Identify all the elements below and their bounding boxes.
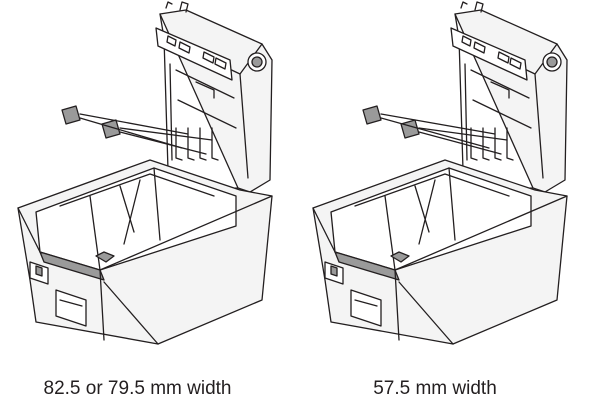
paper-well-slant: [123, 179, 141, 245]
body-edge: [99, 195, 273, 271]
paper-well-divider: [448, 167, 456, 241]
cover-rib: [490, 81, 510, 99]
cover-rib: [470, 69, 530, 99]
paper-well-rim: [59, 173, 215, 207]
cover-top-plate: [450, 27, 528, 81]
cover-slot: [178, 41, 191, 54]
body-front-edge: [99, 269, 105, 341]
front-panel-line: [354, 299, 378, 307]
front-panel: [55, 289, 87, 327]
cover-latch: [474, 1, 484, 13]
guide-slot: [506, 127, 514, 161]
cover-latch: [165, 1, 173, 9]
guide-slot: [494, 127, 502, 161]
guide-slot: [482, 127, 490, 161]
leader-line: [79, 113, 189, 135]
printer-illustration-icon: [17, 1, 273, 345]
tear-bar: [334, 251, 400, 281]
leader-line: [380, 113, 496, 135]
cover-slot: [497, 51, 510, 64]
cover-latch: [460, 1, 468, 9]
front-panel-line: [59, 299, 83, 307]
paper-guide-piece: [400, 119, 420, 139]
cover-rib: [472, 99, 532, 129]
printer-illustration-icon: [312, 1, 568, 345]
cover-rib: [177, 99, 237, 129]
cover-slot: [509, 57, 522, 70]
front-panel: [350, 289, 382, 327]
cover-rib: [195, 81, 215, 99]
leader-line: [119, 131, 207, 155]
cutter-tab: [95, 251, 115, 263]
paper-well-slant: [418, 179, 436, 245]
leader-line: [380, 117, 490, 149]
body-edge: [394, 195, 568, 271]
leader-line: [119, 127, 213, 141]
body-front-slope: [103, 281, 159, 345]
tear-bar: [39, 251, 105, 281]
cover-slot: [202, 51, 215, 64]
paper-guide-piece: [362, 105, 382, 125]
figure-narrow-paper: 57.5 mm width: [295, 0, 589, 412]
gear-hub: [251, 56, 263, 68]
paper-well-slant: [119, 185, 135, 233]
cutter-tab: [390, 251, 410, 263]
caption-wide-paper: 82.5 or 79.5 mm width: [43, 378, 232, 399]
front-led: [330, 265, 338, 277]
guide-slot: [199, 127, 207, 161]
cover-slot: [214, 57, 227, 70]
cover-rib: [175, 69, 235, 99]
paper-guide-piece: [101, 119, 121, 139]
paper-well-slant: [414, 185, 430, 233]
guide-slot: [187, 127, 195, 161]
caption-narrow-paper: 57.5 mm width: [373, 378, 497, 399]
leader-line: [418, 131, 502, 155]
guide-slot: [211, 127, 219, 161]
gear-hub: [546, 56, 558, 68]
front-led: [35, 265, 43, 277]
paper-guide-piece: [61, 105, 81, 125]
body-edge: [17, 207, 41, 253]
cover-rib: [464, 63, 468, 161]
cover-rib: [169, 63, 173, 161]
cover-top-plate: [155, 27, 233, 81]
figure-wide-paper: 82.5 or 79.5 mm width: [0, 0, 294, 412]
cover-latch: [179, 1, 189, 13]
body-edge: [312, 207, 336, 253]
paper-well-divider: [153, 167, 161, 241]
leader-line: [418, 127, 508, 141]
guide-slot: [470, 127, 478, 161]
cover-slot: [473, 41, 486, 54]
cover-slot: [166, 35, 177, 47]
paper-well-rim: [354, 173, 510, 207]
body-front-edge: [394, 269, 400, 341]
guide-slot: [175, 127, 183, 161]
cover-slot: [461, 35, 472, 47]
body-front-slope: [398, 281, 454, 345]
